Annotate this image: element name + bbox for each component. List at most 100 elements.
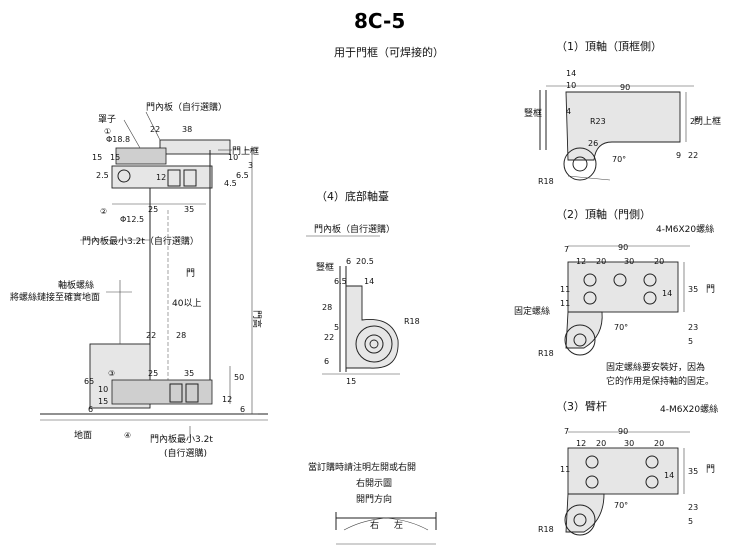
- bottom-pivot-frame-label: 豎框: [316, 261, 334, 273]
- inner-plate-min-label: 門內板最小3.2t（自行選購）: [82, 235, 199, 247]
- marker-2: ②: [100, 207, 107, 216]
- cap-label: 罩子: [98, 114, 116, 125]
- top-pivot-door-heading: （2）頂軸（門側）: [556, 207, 651, 221]
- dim: 12: [156, 173, 166, 182]
- note-line-1: 固定螺絲要安裝好，因為: [606, 361, 705, 373]
- bottom-pivot-inner-plate-label: 門內板（自行選購）: [314, 223, 395, 235]
- dim: 6: [240, 405, 245, 414]
- inner-plate-min-bottom-label: 門內板最小3.2t: [150, 433, 213, 445]
- dim: 15: [346, 377, 356, 386]
- dim: 25: [148, 205, 158, 214]
- dim: 10: [98, 385, 108, 394]
- dim: 5: [334, 323, 339, 332]
- dim: 9: [676, 151, 681, 160]
- inner-plate-top-label: 門內板（自行選購）: [146, 101, 227, 113]
- dim: 22: [150, 125, 160, 134]
- arm-circle: [564, 504, 596, 536]
- dim: 30: [624, 257, 634, 266]
- top-pivot-frame-view: （1）頂軸（頂框側） 14 10 90 4 26 29 22 9 R23 R18…: [524, 39, 721, 186]
- dim: 11: [560, 465, 570, 474]
- dim: 6: [346, 257, 351, 266]
- right-label: 右: [370, 519, 379, 531]
- left-label: 左: [394, 519, 403, 531]
- dim: 38: [182, 125, 192, 134]
- dim: 30: [624, 439, 634, 448]
- top-pivot-frame-arm-shape: [565, 91, 681, 161]
- dim: 26: [588, 139, 598, 148]
- note-line-2: 它的作用是保持軸的固定。: [606, 375, 714, 387]
- order-note-line-3: 開門方向: [356, 493, 392, 505]
- bracket-screw-label: 軸板螺絲: [58, 279, 94, 291]
- dim: 6.5: [334, 277, 347, 286]
- top-pivot-frame-heading: （1）頂軸（頂框側）: [556, 39, 662, 53]
- arm-plate-shape: [567, 447, 679, 495]
- dim: 35: [184, 369, 194, 378]
- dim: 14: [664, 471, 674, 480]
- bottom-pivot-arm-shape: [345, 285, 399, 369]
- door-label: 門: [186, 268, 195, 279]
- top-pivot-door-circle: [564, 324, 596, 356]
- bottom-pivot-circle: [355, 325, 393, 363]
- top-pivot-door-top-label: 門上框: [694, 115, 721, 127]
- arm-view: （3）臂杆 4-M6X20螺絲 7 90 12 20 30 20 11 14 3…: [538, 399, 718, 536]
- dim: 23: [688, 323, 698, 332]
- dim: 22: [146, 331, 156, 340]
- dim: 4.5: [224, 179, 237, 188]
- dim: 90: [618, 427, 628, 436]
- bottom-pivot-block: [111, 379, 213, 405]
- dim: 12: [222, 395, 232, 404]
- gap-label: 40以上: [172, 298, 201, 309]
- dim: 10: [566, 81, 576, 90]
- dim: 20.5: [356, 257, 374, 266]
- top-pivot-frame-angle: 70°: [612, 155, 626, 164]
- marker-3: ③: [108, 369, 115, 378]
- dim: 90: [620, 83, 630, 92]
- dim: 28: [176, 331, 186, 340]
- door-top-frame-shape: [159, 139, 231, 155]
- arm-angle: 70°: [614, 501, 628, 510]
- dim: 20: [596, 439, 606, 448]
- dim: 65: [84, 377, 94, 386]
- dim: 6: [88, 405, 93, 414]
- dim: 14: [364, 277, 374, 286]
- dim: 5: [688, 337, 693, 346]
- top-pivot-door-screw-spec: 4-M6X20螺絲: [656, 223, 714, 235]
- arm-heading: （3）臂杆: [556, 399, 607, 413]
- self-purchase-label: (自行選購): [164, 447, 207, 459]
- dim: 22: [324, 333, 334, 342]
- bottom-pivot-radius: R18: [404, 317, 420, 326]
- order-note-line-2: 右開示圖: [356, 477, 392, 489]
- dim: 11: [560, 299, 570, 308]
- page-title: 8C-5: [354, 9, 405, 33]
- door-height-label: 門高: [251, 310, 263, 328]
- dim: 25: [148, 369, 158, 378]
- dim: 23: [688, 503, 698, 512]
- dim: 7: [564, 245, 569, 254]
- arm-radius: R18: [538, 525, 554, 534]
- phi-top: Φ18.8: [106, 135, 130, 144]
- dim: 35: [688, 285, 698, 294]
- bottom-pivot-view: （4）底部軸臺 門內板（自行選購） 豎框 6 20.5 6.5 14 28 5 …: [306, 189, 420, 386]
- arm-door-label: 門: [706, 464, 715, 475]
- top-pivot-door-view: （2）頂軸（門側） 4-M6X20螺絲 7 90 12 20 30 20 11 …: [514, 207, 715, 387]
- dim: 4: [566, 107, 571, 116]
- dim: 20: [654, 439, 664, 448]
- dim: 10: [228, 153, 238, 162]
- bottom-pivot-heading: （4）底部軸臺: [316, 189, 389, 203]
- dim: 20: [654, 257, 664, 266]
- arm-screw-spec: 4-M6X20螺絲: [660, 403, 718, 415]
- order-note-line-1: 當訂購時請注明左開或右開: [308, 461, 416, 473]
- dim: 6: [324, 357, 329, 366]
- top-pivot-frame-radius-outer: R18: [538, 177, 554, 186]
- dim: 15: [92, 153, 102, 162]
- dim: 29: [690, 117, 700, 126]
- marker-4: ④: [124, 431, 131, 440]
- dim: 15: [98, 397, 108, 406]
- top-pivot-frame-label: 豎框: [524, 107, 542, 119]
- top-pivot-block: [115, 147, 167, 165]
- dim: 3: [248, 161, 253, 170]
- marker-1: ①: [104, 127, 111, 136]
- dim: 35: [688, 467, 698, 476]
- dim: 35: [184, 205, 194, 214]
- fixing-screw-label: 固定螺絲: [514, 305, 550, 317]
